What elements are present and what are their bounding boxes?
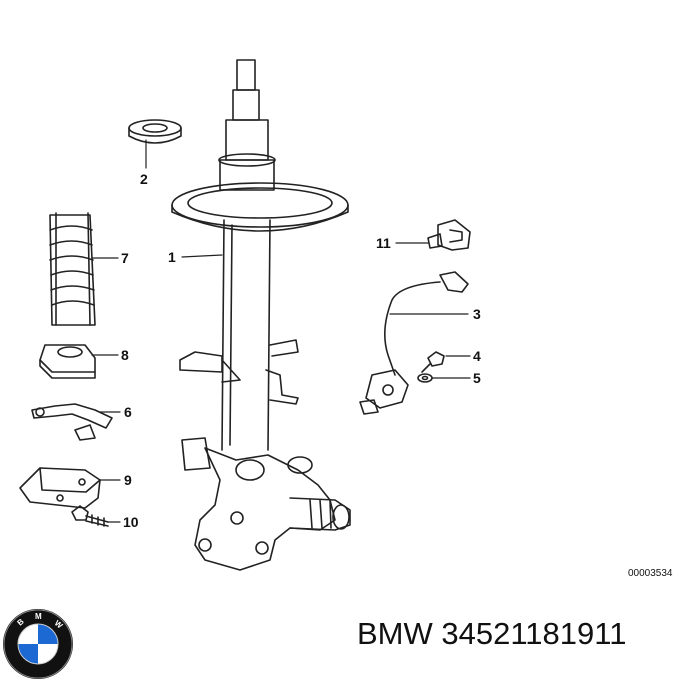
part-3-sensor-cable [359,271,469,415]
part-11-clip [427,219,471,251]
label-4: 4 [473,348,481,364]
part-4-screw [421,351,445,373]
label-8: 8 [121,347,129,363]
label-11: 11 [376,235,391,251]
label-10: 10 [123,514,139,530]
label-9: 9 [124,472,132,488]
leader-lines [91,139,471,523]
part-6-clip [31,403,113,441]
bmw-roundel-icon: B M W [3,609,73,679]
label-6: 6 [124,404,132,420]
part-number: 34521181911 [441,616,627,651]
part-caption: BMW 34521181911 [357,616,626,652]
svg-text:B: B [16,617,26,628]
part-9-sensor-block [19,467,101,509]
label-2: 2 [140,171,148,187]
part-10-bolt [71,505,109,527]
part-2-washer [128,119,182,144]
label-3: 3 [473,306,481,322]
svg-text:M: M [35,612,42,621]
callout-labels: 2 1 7 8 6 9 10 11 3 4 5 00003534 [121,171,673,579]
label-1: 1 [168,249,176,265]
label-7: 7 [121,250,129,266]
part-1-strut [171,59,351,571]
part-8-seat [39,344,96,379]
drawing-code: 00003534 [628,568,673,579]
svg-text:W: W [53,619,65,631]
label-5: 5 [473,370,481,386]
part-5-washer [417,373,433,383]
part-7-bellows [49,212,96,326]
brand-name: BMW [357,616,433,651]
